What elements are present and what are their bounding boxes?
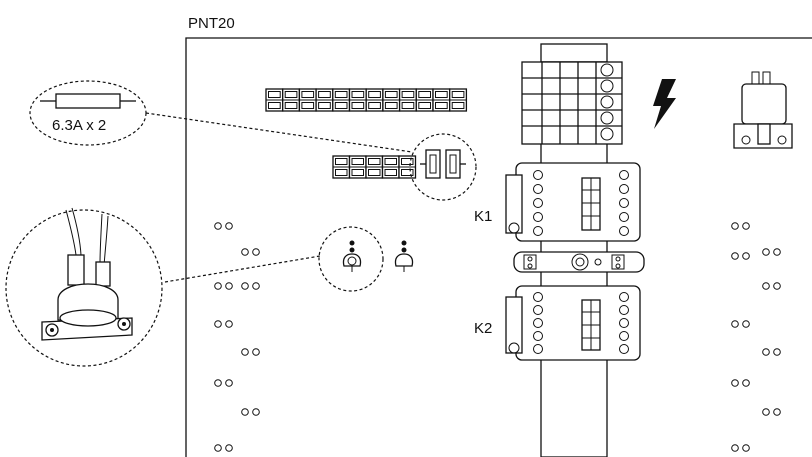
- terminal-cell: [265, 88, 284, 112]
- terminal-cell: [332, 88, 351, 112]
- mounting-hole-pair: [731, 379, 750, 387]
- terminal-cell: [332, 155, 351, 179]
- fuse-callout-ellipse: [29, 80, 147, 146]
- relay-icon: [513, 251, 645, 273]
- mounting-hole-pair: [762, 282, 781, 290]
- mounting-hole-pair: [731, 320, 750, 328]
- terminal-cell: [381, 155, 400, 179]
- terminal-cell: [315, 88, 334, 112]
- mounting-hole-pair: [214, 282, 233, 290]
- fuse-detail-circle: [409, 133, 477, 201]
- terminal-cell: [449, 88, 468, 112]
- mounting-hole-pair: [762, 248, 781, 256]
- board-outline: [185, 37, 812, 457]
- mounting-holes: [214, 222, 781, 452]
- fuse-holders: [420, 149, 466, 179]
- mounting-hole-pair: [762, 348, 781, 356]
- mounting-hole-pair: [241, 282, 260, 290]
- fuse-leader-line: [145, 112, 413, 153]
- mounting-hole-pair: [241, 248, 260, 256]
- contactor-k1-label: K1: [474, 208, 492, 225]
- terminal-cell: [348, 155, 367, 179]
- thermostat-detail-circle: [318, 226, 384, 292]
- thermostat-zoom-icon: [41, 207, 133, 341]
- mounting-hole-pair: [241, 348, 260, 356]
- terminal-cell: [398, 155, 417, 179]
- thermostat-callout-circle: [5, 209, 163, 367]
- mounting-hole-pair: [731, 444, 750, 452]
- mounting-hole-pair: [731, 222, 750, 230]
- terminal-blocks-rail: [521, 61, 623, 145]
- fuse-icon: [40, 93, 136, 109]
- lightning-bolt-icon: [653, 79, 676, 129]
- mounting-hole-pair: [241, 408, 260, 416]
- contactor-k2: [505, 285, 641, 361]
- contactor-k1: [505, 162, 641, 242]
- thermostat-switch-icon: [342, 240, 414, 272]
- pressure-switch-icon: [733, 71, 793, 149]
- terminal-cell: [382, 88, 401, 112]
- terminal-strip-top: [265, 88, 468, 112]
- terminal-cell: [432, 88, 451, 112]
- mounting-hole-pair: [762, 408, 781, 416]
- mounting-hole-pair: [214, 444, 233, 452]
- terminal-cell: [348, 88, 367, 112]
- terminal-strip-middle: [332, 155, 417, 179]
- contactor-k2-label: K2: [474, 320, 492, 337]
- terminal-cell: [282, 88, 301, 112]
- fuse-rating-label: 6.3A x 2: [52, 117, 106, 134]
- board-label: PNT20: [188, 15, 235, 32]
- terminal-cell: [365, 155, 384, 179]
- thermostat-leader-line: [164, 255, 321, 283]
- mounting-hole-pair: [214, 320, 233, 328]
- terminal-cell: [398, 88, 417, 112]
- mounting-hole-pair: [214, 379, 233, 387]
- terminal-cell: [415, 88, 434, 112]
- terminal-cell: [365, 88, 384, 112]
- mounting-hole-pair: [214, 222, 233, 230]
- mounting-hole-pair: [731, 252, 750, 260]
- terminal-cell: [298, 88, 317, 112]
